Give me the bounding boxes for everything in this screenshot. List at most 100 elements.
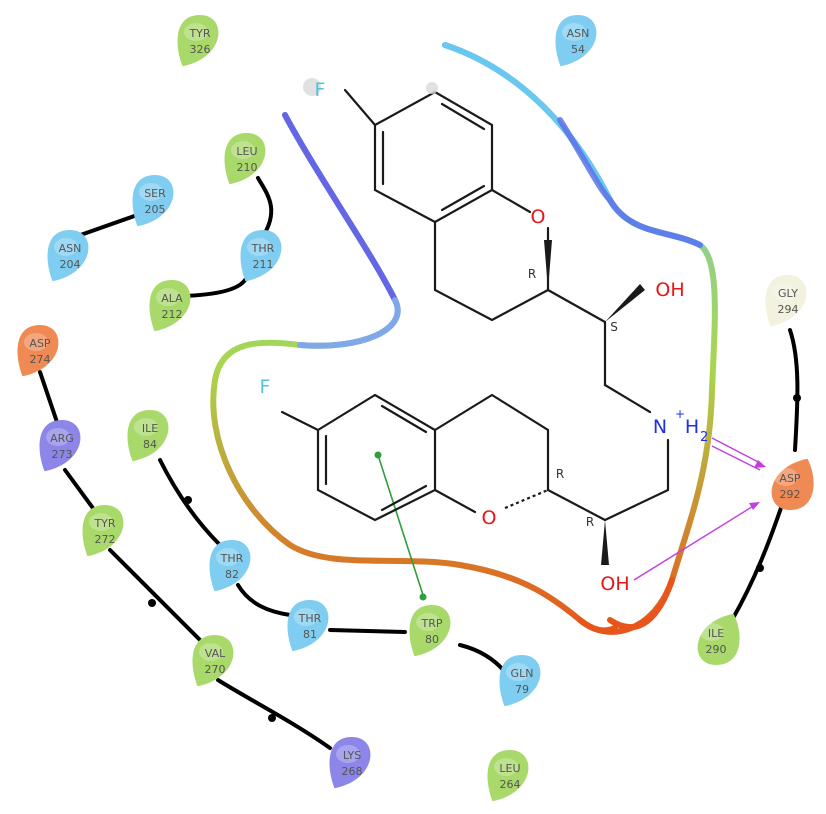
- residue-thr81: THR 81: [287, 600, 329, 652]
- residue-shape: [240, 230, 282, 282]
- residue-tyr272: TYR 272: [82, 505, 124, 557]
- residue-name: ASP: [29, 337, 51, 350]
- residue-number: 84: [143, 438, 157, 451]
- residue-number: 273: [52, 448, 73, 461]
- residue-shape: [17, 325, 59, 377]
- residue-shape: [192, 635, 234, 687]
- fluorine-bottom-label: F: [260, 376, 271, 398]
- residue-number: 205: [145, 203, 166, 216]
- svg-text:H: H: [685, 416, 699, 438]
- residue-name: TYR: [93, 517, 115, 530]
- ring-oxygen-top-label: O: [531, 206, 546, 228]
- residue-thr211: THR 211: [240, 230, 282, 282]
- residue-name: GLN: [511, 667, 534, 680]
- residue-shape: [409, 605, 451, 657]
- residue-number: 211: [253, 258, 274, 271]
- residue-number: 80: [425, 633, 439, 646]
- hbond-arrow-nh2: [711, 437, 763, 465]
- residue-val270: VAL 270: [192, 635, 234, 687]
- residue-name: SER: [144, 187, 166, 200]
- residue-shape: [329, 737, 371, 789]
- residue-shape: [287, 600, 329, 652]
- interactions: [374, 437, 766, 601]
- residue-number: 268: [342, 765, 363, 778]
- residue-shape: [39, 420, 81, 472]
- residue-name: LEU: [236, 145, 257, 158]
- residue-name: TYR: [188, 27, 210, 40]
- residue-shape: [132, 175, 174, 227]
- residue-shape: [209, 540, 251, 592]
- residue-name: ASN: [59, 242, 82, 255]
- residue-tyr326: TYR 326: [177, 15, 219, 67]
- residue-name: GLY: [778, 287, 798, 300]
- residue-shape: [499, 655, 541, 707]
- residue-shape: [127, 410, 169, 462]
- residue-ser205: SER 205: [132, 175, 174, 227]
- stereo-s-top: S: [610, 320, 618, 334]
- residue-asn204: ASN 204: [47, 230, 89, 282]
- svg-text:N: N: [653, 416, 667, 438]
- residue-shape: [771, 458, 814, 510]
- residue-ala212: ALA 212: [149, 280, 191, 332]
- ammonium-label: N + H 2: [653, 407, 708, 445]
- backbone-connections: [38, 176, 801, 750]
- hydroxyl-bottom-label: OH: [600, 573, 629, 595]
- residue-name: TRP: [421, 617, 443, 630]
- pi-stacking-line: [377, 454, 424, 596]
- residue-lys268: LYS 268: [329, 737, 371, 789]
- hydroxyl-top-label: OH: [655, 279, 684, 301]
- residue-number: 79: [515, 683, 529, 696]
- ring-oxygen-bottom-label: O: [482, 507, 497, 529]
- residue-name: VAL: [205, 647, 226, 660]
- residue-shape: [177, 15, 219, 67]
- ligand-atoms: F O OH F O OH N + H 2 R S R R: [260, 78, 708, 595]
- residue-number: 210: [237, 161, 258, 174]
- pocket-outline: [210, 42, 718, 635]
- residue-asn54: ASN 54: [555, 15, 597, 67]
- residue-number: 82: [225, 568, 239, 581]
- residue-arg273: ARG 273: [39, 420, 81, 472]
- residue-shape: [697, 613, 740, 665]
- residue-name: ALA: [161, 292, 183, 305]
- residue-number: 81: [303, 628, 317, 641]
- residue-name: THR: [251, 242, 275, 255]
- residue-shape: [82, 505, 124, 557]
- residue-name: ARG: [50, 432, 74, 445]
- residue-number: 212: [162, 308, 183, 321]
- residue-number: 270: [205, 663, 226, 676]
- residue-shape: [765, 275, 807, 327]
- residue-name: THR: [298, 612, 322, 625]
- stereo-r-bottom-ring: R: [556, 467, 564, 481]
- residue-shape: [47, 230, 89, 282]
- residue-number: 326: [190, 43, 211, 56]
- residue-ile290: ILE 290: [697, 613, 740, 665]
- residue-trp80: TRP 80: [409, 605, 451, 657]
- svg-text:+: +: [675, 407, 685, 421]
- residue-number: 274: [30, 353, 51, 366]
- residue-name: LEU: [499, 762, 520, 775]
- residue-number: 54: [571, 43, 585, 56]
- svg-text:2: 2: [700, 430, 708, 445]
- residue-name: LYS: [343, 749, 361, 762]
- residue-number: 294: [778, 303, 799, 316]
- hbond-arrow-oh: [633, 504, 756, 581]
- stereo-r-top: R: [528, 267, 536, 281]
- residue-number: 290: [706, 643, 727, 656]
- residue-number: 204: [60, 258, 81, 271]
- residue-name: ASN: [567, 27, 590, 40]
- stereo-r-bottom-chain: R: [586, 515, 594, 529]
- residue-number: 264: [500, 778, 521, 791]
- residue-gly294: GLY 294: [765, 275, 807, 327]
- residue-number: 272: [95, 533, 116, 546]
- residue-name: THR: [220, 552, 244, 565]
- residue-asp274: ASP 274: [17, 325, 59, 377]
- residue-name: ILE: [142, 422, 158, 435]
- residue-shape: [487, 750, 529, 802]
- residue-shape: [555, 15, 597, 67]
- residue-leu264: LEU 264: [487, 750, 529, 802]
- residue-name: ILE: [708, 627, 724, 640]
- residue-shape: [149, 280, 191, 332]
- residue-thr82: THR 82: [209, 540, 251, 592]
